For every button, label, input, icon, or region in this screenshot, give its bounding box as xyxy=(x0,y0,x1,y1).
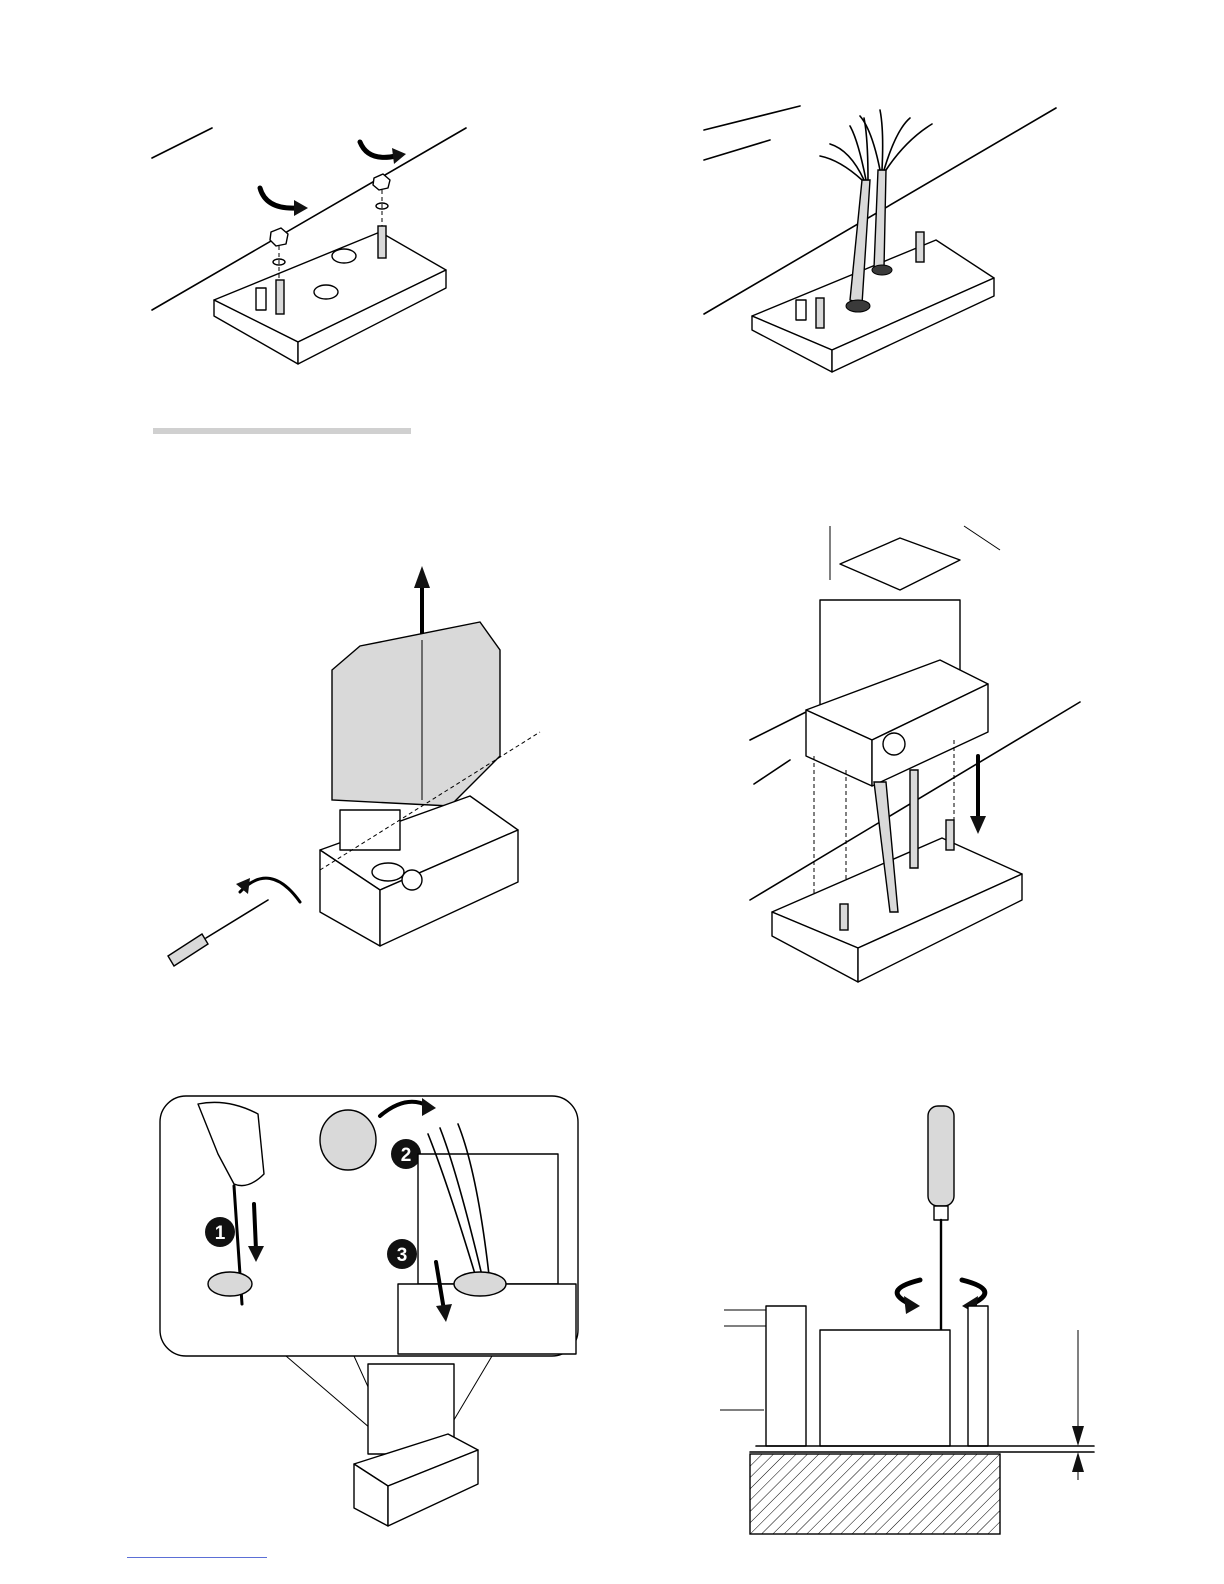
height-adjustment-drawing xyxy=(720,1100,1100,1540)
cable-tube xyxy=(332,249,356,263)
cable-gland xyxy=(320,1110,376,1170)
concrete-foundation xyxy=(750,1454,1000,1534)
section-divider xyxy=(153,428,411,434)
base-plate-cables-drawing xyxy=(700,100,1060,380)
cable-tube xyxy=(314,285,338,299)
figure-base-plate-cables xyxy=(700,100,1060,380)
threaded-rod xyxy=(916,232,924,262)
ground-line xyxy=(152,128,212,158)
threaded-rod xyxy=(816,298,824,328)
nut xyxy=(373,174,390,190)
curved-arrow-icon xyxy=(260,188,298,208)
step-1-label: 1 xyxy=(215,1223,226,1244)
threaded-rod xyxy=(378,226,386,258)
threaded-rod xyxy=(276,280,284,314)
footer-link-underline xyxy=(127,1557,267,1558)
control-board xyxy=(840,538,960,590)
curved-arrow-icon xyxy=(360,142,396,157)
unit-placement-drawing xyxy=(740,520,1090,990)
figure-base-plate-nuts xyxy=(148,120,478,370)
motor-cover xyxy=(332,622,500,806)
cover-removal-drawing xyxy=(160,560,560,980)
screwdriver-icon xyxy=(168,900,268,966)
step-3-label: 3 xyxy=(397,1245,408,1266)
arrow-down-icon xyxy=(254,1204,256,1250)
step-2-label: 2 xyxy=(401,1145,412,1166)
base-plate-nuts-drawing xyxy=(148,120,478,370)
figure-height-adjustment xyxy=(720,1100,1100,1540)
cable-gland xyxy=(208,1272,252,1296)
nut xyxy=(270,228,288,246)
figure-cover-removal xyxy=(160,560,560,980)
cable-gland-drawing: 1 2 3 xyxy=(158,1094,582,1530)
ground-line xyxy=(704,106,800,130)
figure-unit-placement xyxy=(740,520,1090,990)
figure-cable-gland-steps: 1 2 3 xyxy=(158,1094,582,1530)
